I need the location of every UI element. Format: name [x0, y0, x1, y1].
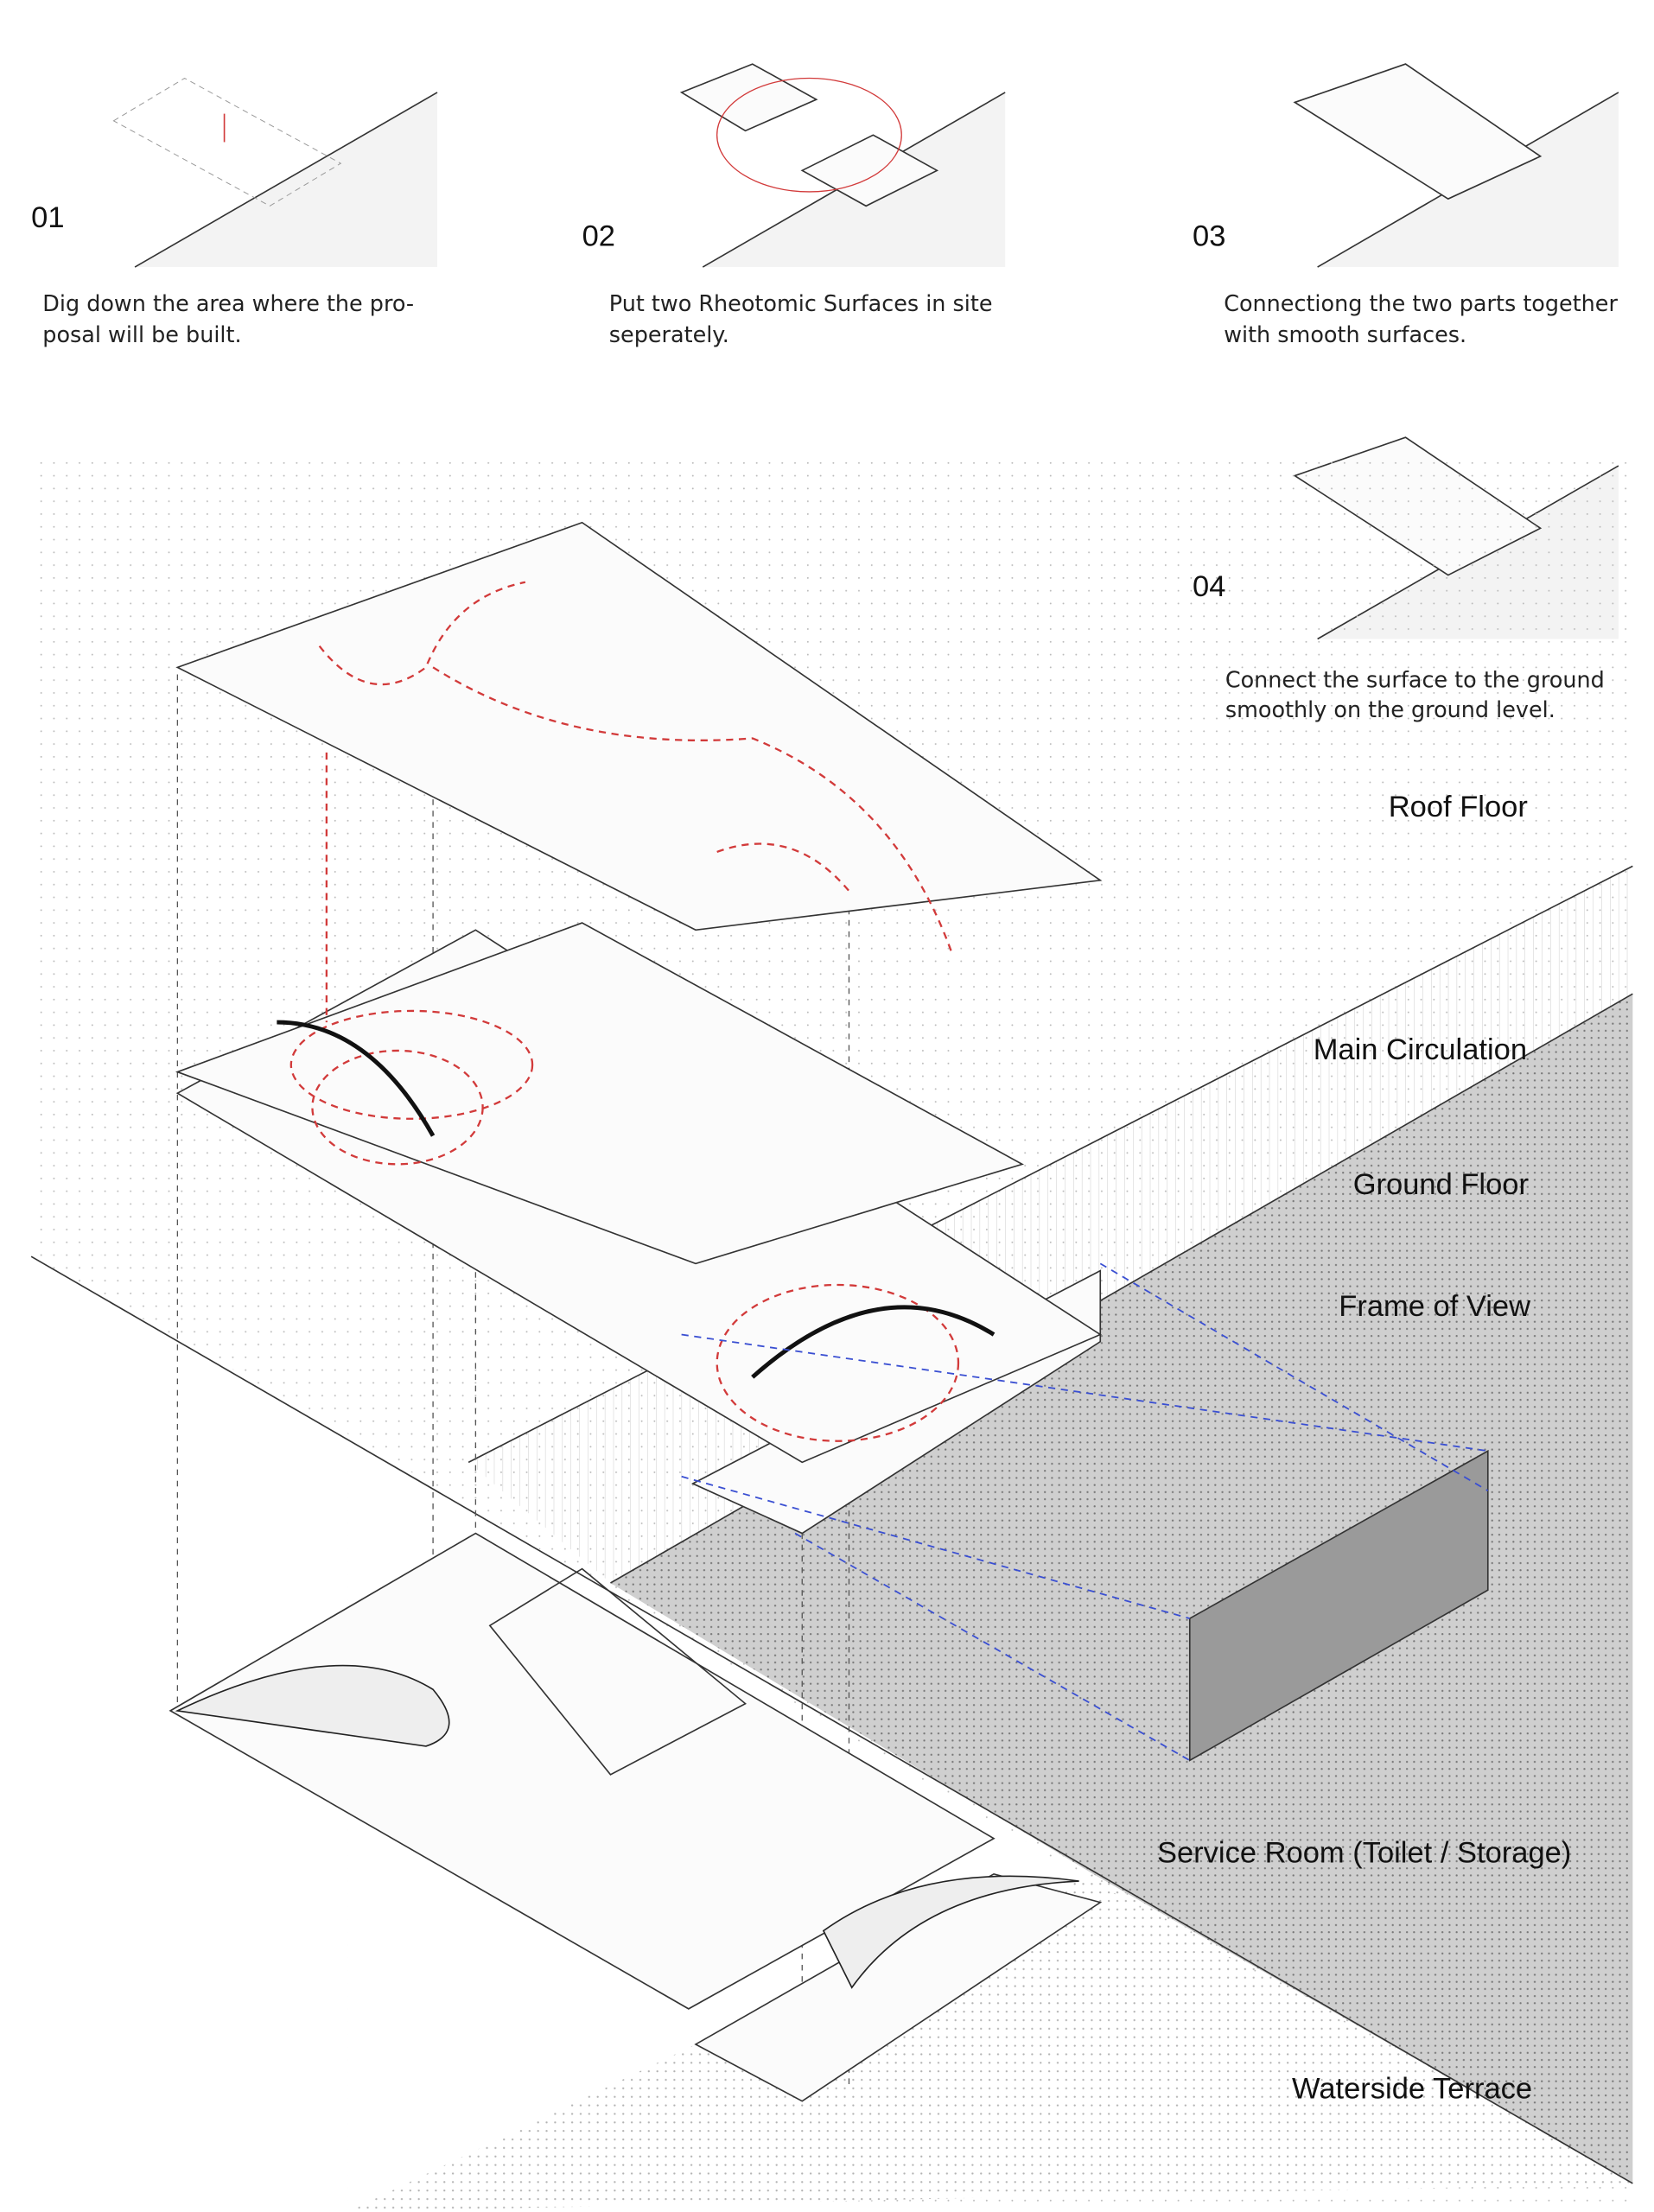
frame-of-view [681, 1262, 1489, 1762]
step-04-caption: Connect the surface to the ground [1225, 667, 1605, 693]
layer-label-frame-of-view: Frame of View [1339, 1290, 1530, 1323]
waterside-terrace [694, 1872, 1103, 2102]
step-03-number: 03 [1193, 219, 1225, 252]
layer-label-main-circulation: Main Circulation [1314, 1033, 1527, 1066]
layer-label-ground-floor: Ground Floor [1353, 1168, 1529, 1201]
step-03-caption: Connectiong the two parts together [1224, 291, 1618, 317]
roof-floor-plate [175, 521, 1103, 1023]
step-03-diagram [1293, 63, 1619, 268]
step-03-caption: with smooth surfaces. [1224, 322, 1466, 348]
layer-label-service-room: Service Room (Toilet / Storage) [1157, 1837, 1571, 1870]
layer-label-roof-floor: Roof Floor [1389, 791, 1528, 823]
step-04-caption: smoothly on the ground level. [1225, 697, 1555, 723]
step-01-caption: posal will be built. [42, 322, 241, 348]
main-circulation-plate [175, 922, 1025, 1265]
step-02-diagram [679, 63, 1006, 268]
step-01-diagram [112, 77, 438, 268]
step-01-number: 01 [31, 201, 64, 234]
layer-label-waterside-terrace: Waterside Terrace [1292, 2072, 1532, 2105]
water-surface [610, 994, 1633, 2183]
step-02-number: 02 [582, 219, 615, 252]
step-02-caption: Put two Rheotomic Surfaces in site [609, 291, 993, 317]
service-room-level [169, 1532, 996, 2010]
step-01-caption: Dig down the area where the pro- [42, 291, 414, 317]
step-04-number: 04 [1193, 570, 1225, 603]
step-02-caption: seperately. [609, 322, 729, 348]
